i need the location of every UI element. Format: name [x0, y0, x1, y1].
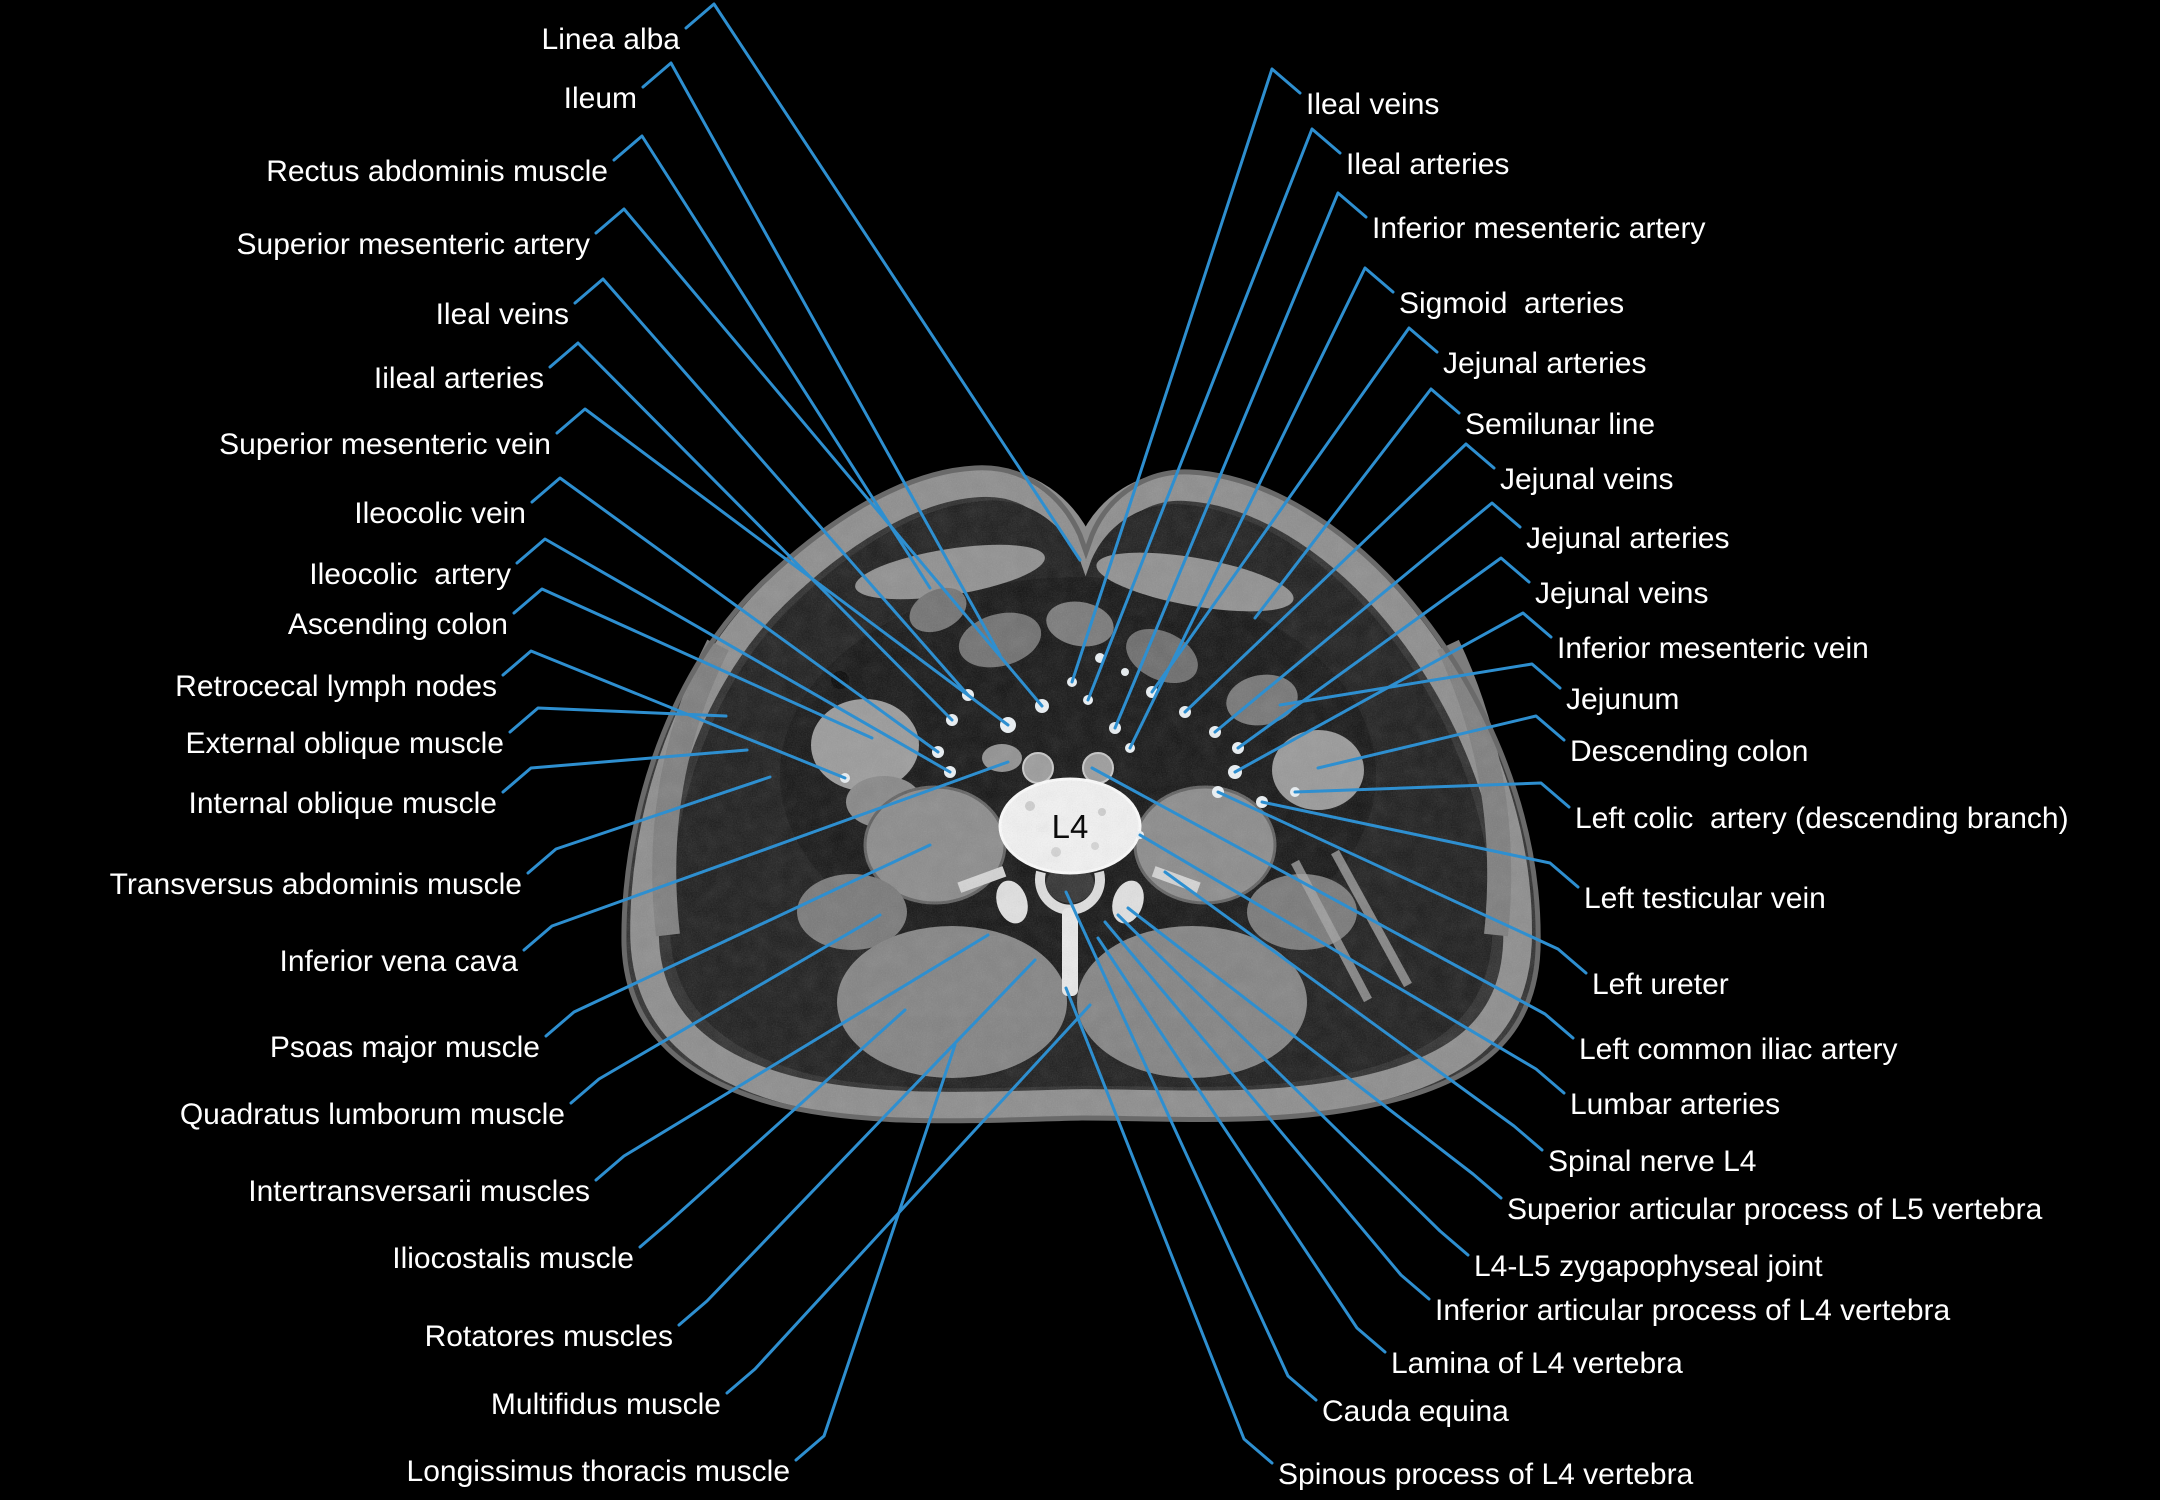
- leader-line-left-common-iliac-artery: [1090, 766, 1575, 1040]
- label-internal-oblique-muscle: Internal oblique muscle: [188, 787, 497, 820]
- label-ascending-colon: Ascending colon: [288, 608, 508, 641]
- leader-line-quadratus-lumborum-muscle: [569, 913, 882, 1105]
- label-ileum: Ileum: [564, 82, 637, 115]
- label-external-oblique-muscle: External oblique muscle: [185, 727, 504, 760]
- leader-line-inferior-vena-cava: [522, 760, 1010, 952]
- label-inferior-articular-process-of-l4-vertebra: Inferior articular process of L4 vertebr…: [1435, 1294, 1951, 1327]
- leader-line-superior-articular-process-of-l5-vertebra: [1126, 906, 1503, 1200]
- leader-line-inferior-articular-process-of-l4-vertebra: [1103, 920, 1431, 1301]
- leader-line-ileocolic-vein: [530, 476, 940, 754]
- leader-line-superior-mesenteric-vein: [555, 407, 1010, 727]
- label-descending-colon: Descending colon: [1570, 735, 1809, 768]
- leader-line-left-colic-artery-descending-branch: [1293, 781, 1571, 809]
- leader-line-jejunal-veins: [1183, 442, 1496, 714]
- leader-line-multifidus-muscle: [725, 1003, 1092, 1395]
- leader-line-cauda-equina: [1064, 890, 1318, 1402]
- label-ileocolic-vein: Ileocolic vein: [354, 497, 526, 530]
- leader-line-ascending-colon: [512, 587, 874, 740]
- leader-line-spinal-nerve-l4: [1163, 870, 1544, 1152]
- label-inferior-vena-cava: Inferior vena cava: [280, 945, 519, 978]
- label-jejunal-arteries: Jejunal arteries: [1443, 347, 1646, 380]
- body-cross-section: [600, 440, 1560, 1140]
- label-iliocostalis-muscle: Iliocostalis muscle: [392, 1242, 634, 1275]
- label-superior-mesenteric-artery: Superior mesenteric artery: [237, 228, 590, 261]
- leader-line-jejunal-arteries: [1213, 501, 1522, 734]
- leader-line-rectus-abdominis-muscle: [612, 134, 932, 590]
- label-ileal-veins: Ileal veins: [1306, 88, 1439, 121]
- leader-line-linea-alba: [684, 2, 1082, 562]
- leader-line-external-oblique-muscle: [508, 706, 728, 734]
- leader-line-intertransversarii-muscles: [594, 933, 990, 1182]
- leader-line-retrocecal-lymph-nodes: [501, 649, 847, 780]
- label-longissimus-thoracis-muscle: Longissimus thoracis muscle: [407, 1455, 790, 1488]
- leader-line-semilunar-line: [1253, 387, 1461, 620]
- label-rotatores-muscles: Rotatores muscles: [425, 1320, 673, 1353]
- leader-line-spinous-process-of-l4-vertebra: [1064, 986, 1274, 1465]
- label-left-colic-artery-descending-branch: Left colic artery (descending branch): [1575, 802, 2069, 835]
- leader-line-l4-l5-zygapophyseal-joint: [1116, 913, 1470, 1257]
- label-left-testicular-vein: Left testicular vein: [1584, 882, 1826, 915]
- leader-line-descending-colon: [1316, 714, 1566, 770]
- label-superior-articular-process-of-l5-vertebra: Superior articular process of L5 vertebr…: [1507, 1193, 2043, 1226]
- leader-lines: [501, 2, 1588, 1465]
- label-left-ureter: Left ureter: [1592, 968, 1729, 1001]
- leader-line-superior-mesenteric-artery: [594, 207, 1044, 708]
- label-sigmoid-arteries: Sigmoid arteries: [1399, 287, 1624, 320]
- leader-line-psoas-major-muscle: [544, 843, 932, 1038]
- label-jejunal-arteries: Jejunal arteries: [1526, 522, 1729, 555]
- leader-line-iileal-arteries: [548, 341, 954, 722]
- label-quadratus-lumborum-muscle: Quadratus lumborum muscle: [180, 1098, 565, 1131]
- leader-line-jejunal-arteries: [1150, 326, 1439, 694]
- label-ileal-arteries: Ileal arteries: [1346, 148, 1509, 181]
- label-ileocolic-artery: Ileocolic artery: [309, 558, 511, 591]
- leader-line-inferior-mesenteric-artery: [1113, 191, 1368, 730]
- label-superior-mesenteric-vein: Superior mesenteric vein: [219, 428, 551, 461]
- label-cauda-equina: Cauda equina: [1322, 1395, 1509, 1428]
- leader-line-lamina-of-l4-vertebra: [1096, 936, 1387, 1354]
- label-inferior-mesenteric-artery: Inferior mesenteric artery: [1372, 212, 1705, 245]
- label-iileal-arteries: Iileal arteries: [374, 362, 544, 395]
- leader-line-inferior-mesenteric-vein: [1233, 611, 1553, 774]
- leader-line-ileum: [641, 61, 1002, 657]
- label-jejunum: Jejunum: [1566, 683, 1679, 716]
- leader-line-left-ureter: [1216, 790, 1588, 975]
- label-linea-alba: Linea alba: [542, 23, 681, 56]
- label-rectus-abdominis-muscle: Rectus abdominis muscle: [266, 155, 608, 188]
- leader-line-longissimus-thoracis-muscle: [794, 1043, 957, 1462]
- label-spinous-process-of-l4-vertebra: Spinous process of L4 vertebra: [1278, 1458, 1694, 1491]
- label-transversus-abdominis-muscle: Transversus abdominis muscle: [110, 868, 522, 901]
- label-lamina-of-l4-vertebra: Lamina of L4 vertebra: [1391, 1347, 1683, 1380]
- leader-line-lumbar-arteries: [1138, 833, 1566, 1095]
- label-semilunar-line: Semilunar line: [1465, 408, 1655, 441]
- leader-line-jejunum: [1278, 662, 1562, 707]
- leader-line-transversus-abdominis-muscle: [526, 775, 772, 875]
- vertebra-label-l4: L4: [1052, 808, 1089, 845]
- label-retrocecal-lymph-nodes: Retrocecal lymph nodes: [175, 670, 497, 703]
- leader-line-ileal-veins: [573, 277, 970, 697]
- leader-line-jejunal-veins: [1236, 556, 1531, 750]
- label-lumbar-arteries: Lumbar arteries: [1570, 1088, 1780, 1121]
- leader-line-iliocostalis-muscle: [638, 1008, 907, 1249]
- label-ileal-veins: Ileal veins: [436, 298, 569, 331]
- label-intertransversarii-muscles: Intertransversarii muscles: [248, 1175, 590, 1208]
- label-psoas-major-muscle: Psoas major muscle: [270, 1031, 540, 1064]
- leader-line-rotatores-muscles: [677, 958, 1037, 1327]
- label-inferior-mesenteric-vein: Inferior mesenteric vein: [1557, 632, 1869, 665]
- label-l4-l5-zygapophyseal-joint: L4-L5 zygapophyseal joint: [1474, 1250, 1823, 1283]
- leader-line-internal-oblique-muscle: [501, 748, 749, 794]
- leader-line-ileocolic-artery: [515, 537, 952, 774]
- leader-line-ileal-veins: [1070, 67, 1302, 684]
- label-left-common-iliac-artery: Left common iliac artery: [1579, 1033, 1897, 1066]
- leader-line-ileal-arteries: [1086, 127, 1342, 702]
- leader-line-sigmoid-arteries: [1128, 266, 1395, 750]
- leader-line-left-testicular-vein: [1260, 800, 1580, 889]
- label-jejunal-veins: Jejunal veins: [1500, 463, 1673, 496]
- label-multifidus-muscle: Multifidus muscle: [491, 1388, 721, 1421]
- label-jejunal-veins: Jejunal veins: [1535, 577, 1708, 610]
- label-spinal-nerve-l4: Spinal nerve L4: [1548, 1145, 1756, 1178]
